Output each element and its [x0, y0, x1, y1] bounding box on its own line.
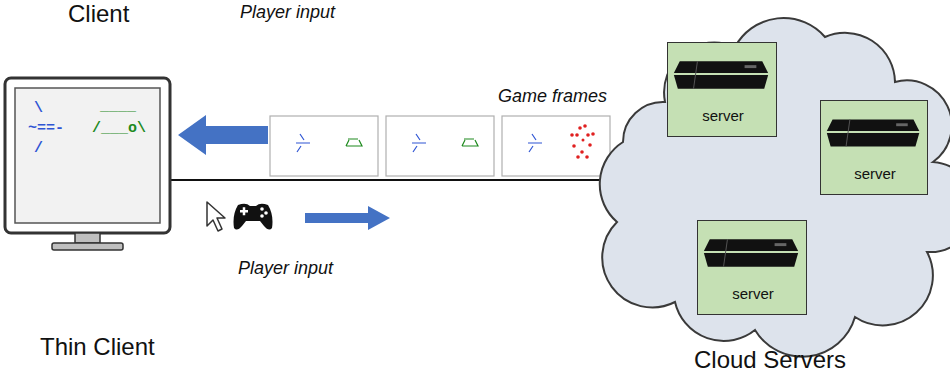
console-icon: [698, 221, 806, 281]
frames-arrow: [178, 115, 268, 155]
ascii-art: ____: [100, 98, 136, 115]
connector-line: [170, 180, 615, 181]
gamepad-icon: [234, 204, 273, 230]
client-title: Client: [68, 0, 129, 28]
console-icon: [821, 101, 927, 161]
ascii-art: /___o\: [92, 120, 146, 137]
ascii-art: ~==-: [28, 120, 64, 137]
monitor-illustration: [5, 78, 170, 250]
ascii-art: /: [34, 140, 43, 157]
input-arrow: [305, 206, 390, 230]
arrow-caption: Player input: [240, 2, 335, 23]
client-monitor: Thin Client: [5, 78, 170, 250]
console-icon: [668, 43, 776, 103]
node-heading: Cloud Servers: [694, 346, 846, 374]
game-frames: [270, 116, 610, 176]
server-label: server: [702, 107, 744, 124]
cursor-icon: [207, 202, 225, 231]
frame-art: [296, 124, 595, 159]
server-box: server: [820, 100, 928, 195]
server-label: server: [854, 165, 896, 182]
server-label: server: [732, 285, 774, 302]
ascii-art: \: [34, 100, 43, 117]
server-box: server: [667, 42, 777, 137]
arrow-caption: Player input: [238, 258, 333, 279]
arrow-caption: Game frames: [498, 86, 607, 107]
node-heading: Thin Client: [40, 333, 155, 361]
server-box: server: [697, 220, 807, 315]
cloud-region: Cloud Serversserverserverserver: [605, 12, 945, 342]
